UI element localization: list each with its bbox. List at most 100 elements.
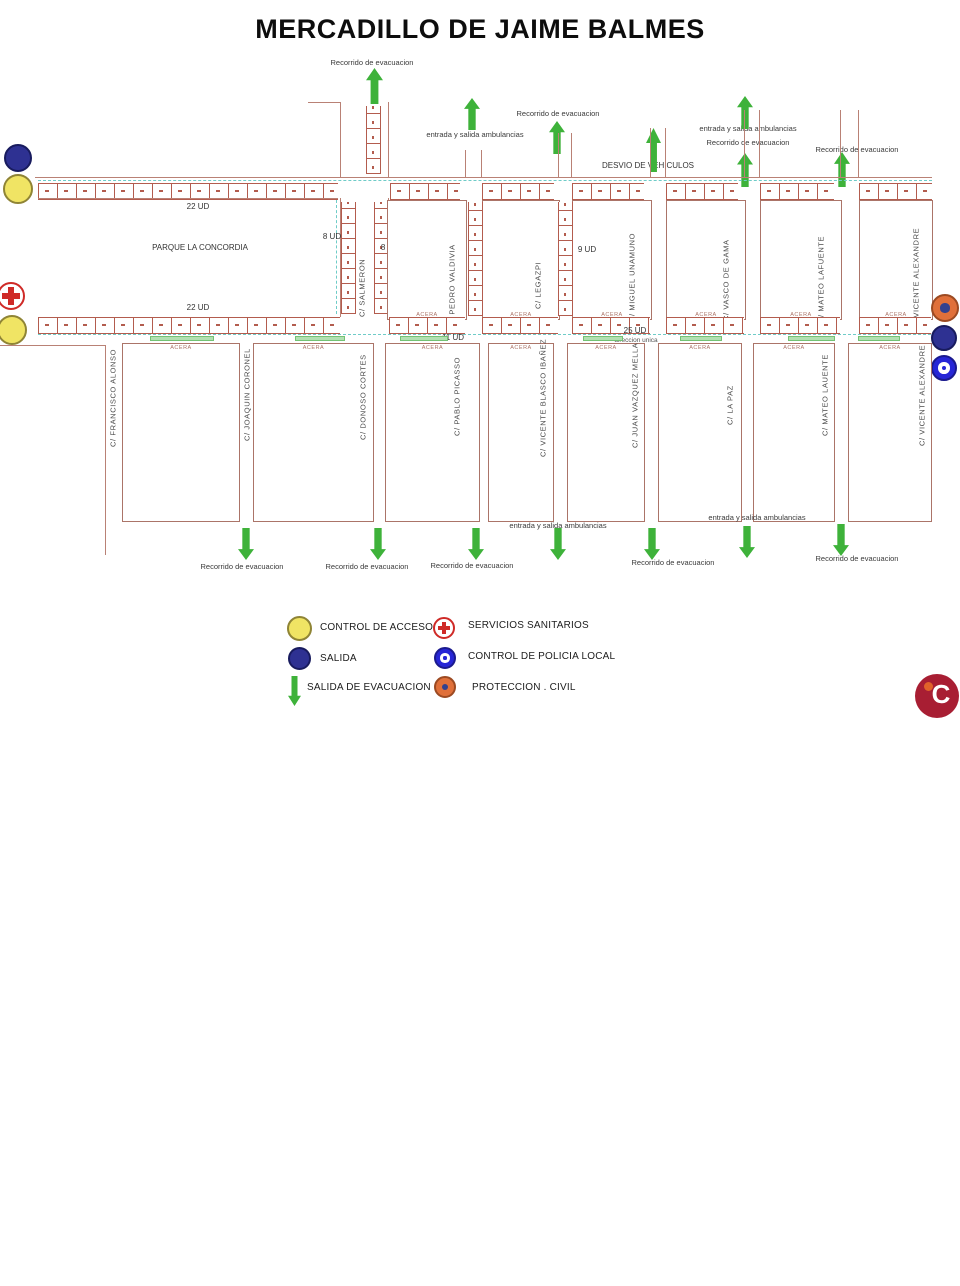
evacuation-arrow-down [644, 528, 660, 560]
one-way-label: direccion unica [614, 337, 658, 344]
street-label-joaquin-coronel: C/ JOAQUIN CORONEL [242, 348, 252, 442]
acera-label: ACERA [302, 345, 325, 351]
acera-label: ACERA [783, 345, 805, 351]
stall-row [859, 183, 932, 200]
stall-count-label: 8 UD [322, 232, 342, 241]
medical-services-legend-icon [433, 617, 455, 639]
ic-dot-icon [924, 682, 933, 691]
sidewalk-bar [150, 336, 214, 341]
city-block: ACERA [753, 343, 835, 522]
civil-protection-marker-icon [931, 294, 959, 322]
access-control-marker-icon [3, 174, 33, 204]
medical-services-marker-icon [0, 282, 25, 310]
stall-row [38, 317, 340, 334]
ambulance-access-label: entrada y salida ambulancias [426, 130, 524, 139]
police-control-marker-icon [931, 355, 957, 381]
exit-marker-icon [931, 325, 957, 351]
street-label-vicente-blasco-ibanez: C/ VICENTE BLASCO IBAÑEZ [538, 338, 548, 458]
city-block: ACERA [567, 343, 645, 522]
ic-letter: C [931, 679, 951, 709]
evacuation-exit-legend-icon [288, 676, 301, 706]
civil-protection-legend-icon [434, 676, 456, 698]
stall-row [760, 183, 834, 200]
sidewalk-bar [583, 336, 623, 341]
acera-label: ACERA [601, 312, 623, 318]
stall-row [390, 183, 460, 200]
stall-row [572, 317, 650, 334]
evacuation-arrow-up [737, 153, 753, 187]
sidewalk-bar [400, 336, 448, 341]
legend: CONTROL DE ACCESO SERVICIOS SANITARIOS S… [0, 600, 700, 720]
page-title: MERCADILLO DE JAIME BALMES [255, 14, 705, 44]
city-block: ACERA [122, 343, 240, 522]
city-block: ACERA [385, 343, 480, 522]
legend-label-proteccion-civil: PROTECCION . CIVIL [472, 682, 576, 693]
street-label-mateo-lauente: C/ MATEO LAUENTE [820, 354, 830, 436]
stall-row [389, 317, 465, 334]
access-control-legend-icon [287, 616, 312, 641]
city-block: ACERA [666, 200, 746, 320]
acera-label: ACERA [170, 345, 192, 351]
street-label-vicente-alexandre: C/ VICENTE ALEXANDRE [911, 227, 921, 329]
acera-label: ACERA [595, 345, 617, 351]
stall-row [572, 183, 644, 200]
stall-row [38, 183, 338, 200]
evacuation-route-label: Recorrido de evacuacion [516, 109, 600, 118]
stall-column [341, 202, 356, 314]
ambulance-access-label: entrada y salida ambulancias [509, 521, 607, 530]
city-block: ACERA [482, 200, 560, 320]
evacuation-arrow-down [833, 524, 849, 556]
exit-marker-icon [4, 144, 32, 172]
city-block: ACERA [760, 200, 842, 320]
legend-label-control-policia: CONTROL DE POLICIA LOCAL [468, 651, 616, 662]
stall-row [859, 317, 931, 334]
legend-label-salida-evacuacion: SALIDA DE EVACUACION [307, 682, 431, 693]
evacuation-arrow-down [739, 526, 755, 558]
stall-count-label: 22 UD [186, 303, 210, 312]
stall-column [558, 202, 573, 316]
acera-label: ACERA [885, 312, 907, 318]
street-label-mateo-lafuente: C/ MATEO LAFUENTE [816, 235, 826, 323]
evacuation-route-label: Recorrido de evacuacion [200, 562, 284, 571]
sidewalk-bar [680, 336, 722, 341]
city-block: ACERA [488, 343, 554, 522]
evacuation-route-label: Recorrido de evacuacion [631, 558, 715, 567]
evacuation-route-label: Recorrido de evacuacion [330, 58, 414, 67]
market-map: Recorrido de evacuacion entrada y salida… [0, 58, 959, 571]
street-label-salmeron: C/ SALMERON [357, 258, 367, 318]
city-block: ACERA [848, 343, 932, 522]
acera-label: ACERA [416, 312, 438, 318]
street-label-vicente-alexandre: C/ VICENTE ALEXANDRE [917, 344, 927, 447]
street-label-juan-vazquez-mella: C/ JUAN VAZQUEZ MELLA [630, 342, 640, 449]
street-label-legazpi: C/ LEGAZPI [533, 261, 543, 309]
street-label-pablo-picasso: C/ PABLO PICASSO [452, 356, 462, 436]
access-control-marker-icon [0, 315, 27, 345]
acera-label: ACERA [510, 345, 532, 351]
sidewalk-bar [295, 336, 345, 341]
acera-label: ACERA [695, 312, 717, 318]
stall-row [666, 317, 744, 334]
sidewalk-bar [788, 336, 835, 341]
evacuation-route-label: Recorrido de evacuacion [430, 561, 514, 570]
street-label-francisco-alonso: C/ FRANCISCO ALONSO [108, 348, 118, 447]
evacuation-route-label: Recorrido de evacuacion [325, 562, 409, 571]
stall-count-label: 22 UD [186, 202, 210, 211]
sidewalk-bar [858, 336, 900, 341]
stall-count-label: 25 UD [623, 326, 647, 335]
evacuation-route-label: Recorrido de evacuacion [815, 145, 899, 154]
legend-label-salida: SALIDA [320, 653, 357, 664]
street-label-donoso-cortes: C/ DONOSO CORTES [358, 354, 368, 441]
stall-column [468, 202, 483, 316]
street-label-la-paz: C/ LA PAZ [725, 385, 735, 425]
city-block: ACERA [658, 343, 742, 522]
stall-row [760, 317, 840, 334]
evacuation-arrow-down [238, 528, 254, 560]
acera-label: ACERA [510, 312, 532, 318]
stall-count-label: 11 UD [441, 333, 465, 342]
acera-label: ACERA [790, 312, 812, 318]
city-block: ACERA [253, 343, 374, 522]
acera-label: ACERA [879, 345, 901, 351]
vehicle-detour-label: DESVIO DE VEHICULOS [601, 161, 695, 170]
city-block: ACERA [572, 200, 652, 320]
city-block: ACERA [859, 200, 933, 320]
